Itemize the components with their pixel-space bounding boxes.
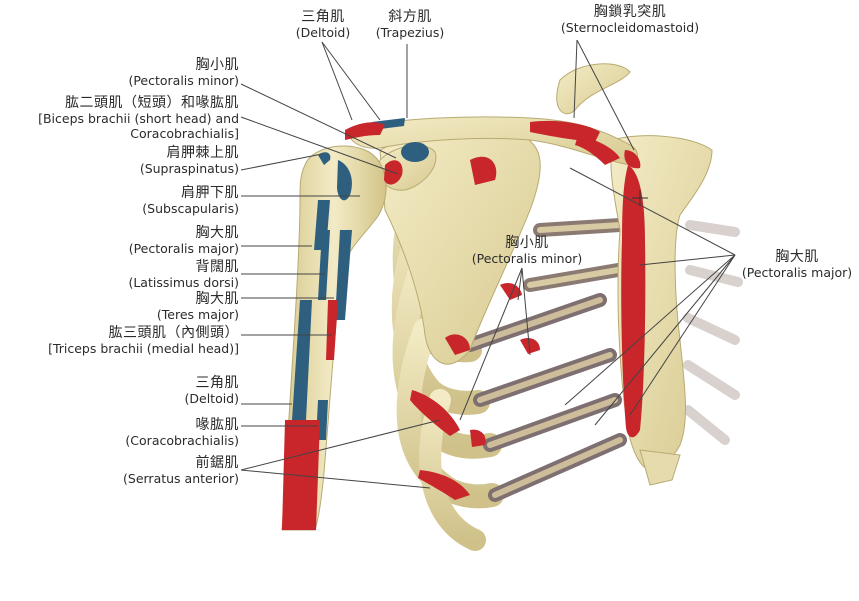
label-en: (Teres major) — [156, 307, 239, 322]
label-jp: 斜方肌 — [388, 9, 432, 25]
label-jp: 喙肱肌 — [195, 417, 239, 433]
label-en: (Supraspinatus) — [139, 161, 239, 176]
label-coracobrachialis: 喙肱肌 (Coracobrachialis) — [125, 417, 239, 449]
label-trapezius: 斜方肌 (Trapezius) — [370, 9, 450, 41]
label-jp: 肩胛下肌 — [181, 185, 239, 201]
label-latissimus-dorsi: 背闊肌 (Latissimus dorsi) — [128, 259, 239, 291]
label-en: (Latissimus dorsi) — [128, 275, 239, 290]
label-pectoralis-major-right: 胸大肌 (Pectoralis major) — [736, 249, 858, 281]
label-en: (Pectoralis major) — [741, 265, 853, 280]
label-jp: 胸鎖乳突肌 — [593, 4, 667, 20]
label-en: (Coracobrachialis) — [125, 433, 239, 448]
label-en: (Deltoid) — [295, 25, 351, 40]
label-en: (Sternocleidomastoid) — [560, 20, 700, 35]
label-pectoralis-minor-left: 胸小肌 (Pectoralis minor) — [128, 57, 239, 89]
label-subscapularis: 肩胛下肌 (Subscapularis) — [142, 185, 239, 217]
label-en: (Trapezius) — [375, 25, 445, 40]
label-serratus-anterior: 前鋸肌 (Serratus anterior) — [123, 455, 239, 487]
label-en: (Deltoid) — [184, 391, 240, 406]
label-pectoralis-major-left: 胸大肌 (Pectoralis major) — [128, 225, 239, 257]
label-pectoralis-minor-center: 胸小肌 (Pectoralis minor) — [462, 235, 592, 267]
label-jp: 肱三頭肌（內側頭） — [108, 325, 239, 341]
label-jp: 胸小肌 — [505, 235, 549, 251]
label-jp: 胸大肌 — [775, 249, 819, 265]
label-deltoid-low: 三角肌 (Deltoid) — [184, 375, 240, 407]
label-jp: 胸小肌 — [195, 57, 239, 73]
label-jp: 前鋸肌 — [195, 455, 239, 471]
label-biceps-short-head: 肱二頭肌（短頭）和喙肱肌 [Biceps brachii (short head… — [38, 95, 239, 142]
label-sternocleidomastoid: 胸鎖乳突肌 (Sternocleidomastoid) — [530, 4, 730, 36]
leader-lines — [240, 39, 736, 489]
label-en: (Serratus anterior) — [123, 471, 239, 486]
origin-areas — [282, 120, 646, 530]
xiphoid-process — [639, 449, 681, 486]
label-deltoid-top: 三角肌 (Deltoid) — [283, 9, 363, 41]
label-en: (Pectoralis major) — [128, 241, 239, 256]
label-en-line2: Coracobrachialis] — [130, 126, 239, 141]
label-en-line1: [Biceps brachii (short head) and — [38, 111, 239, 126]
label-jp: 胸大肌 — [195, 291, 239, 307]
label-en: (Subscapularis) — [142, 201, 239, 216]
crosshair-cursor-icon — [632, 190, 648, 206]
label-triceps-medial-head: 肱三頭肌（內側頭） [Triceps brachii (medial head)… — [48, 325, 239, 357]
label-jp: 肱二頭肌（短頭）和喙肱肌 — [65, 95, 239, 111]
label-teres-major: 胸大肌 (Teres major) — [156, 291, 239, 323]
label-jp: 胸大肌 — [195, 225, 239, 241]
label-supraspinatus: 肩胛棘上肌 (Supraspinatus) — [139, 145, 239, 177]
label-en: [Triceps brachii (medial head)] — [48, 341, 239, 356]
label-jp: 三角肌 — [195, 375, 239, 391]
label-en: (Pectoralis minor) — [471, 251, 583, 266]
rib-shadows — [683, 220, 743, 445]
label-en: (Pectoralis minor) — [128, 73, 239, 88]
label-jp: 肩胛棘上肌 — [166, 145, 239, 161]
label-jp: 三角肌 — [301, 9, 345, 25]
label-jp: 背闊肌 — [195, 259, 239, 275]
